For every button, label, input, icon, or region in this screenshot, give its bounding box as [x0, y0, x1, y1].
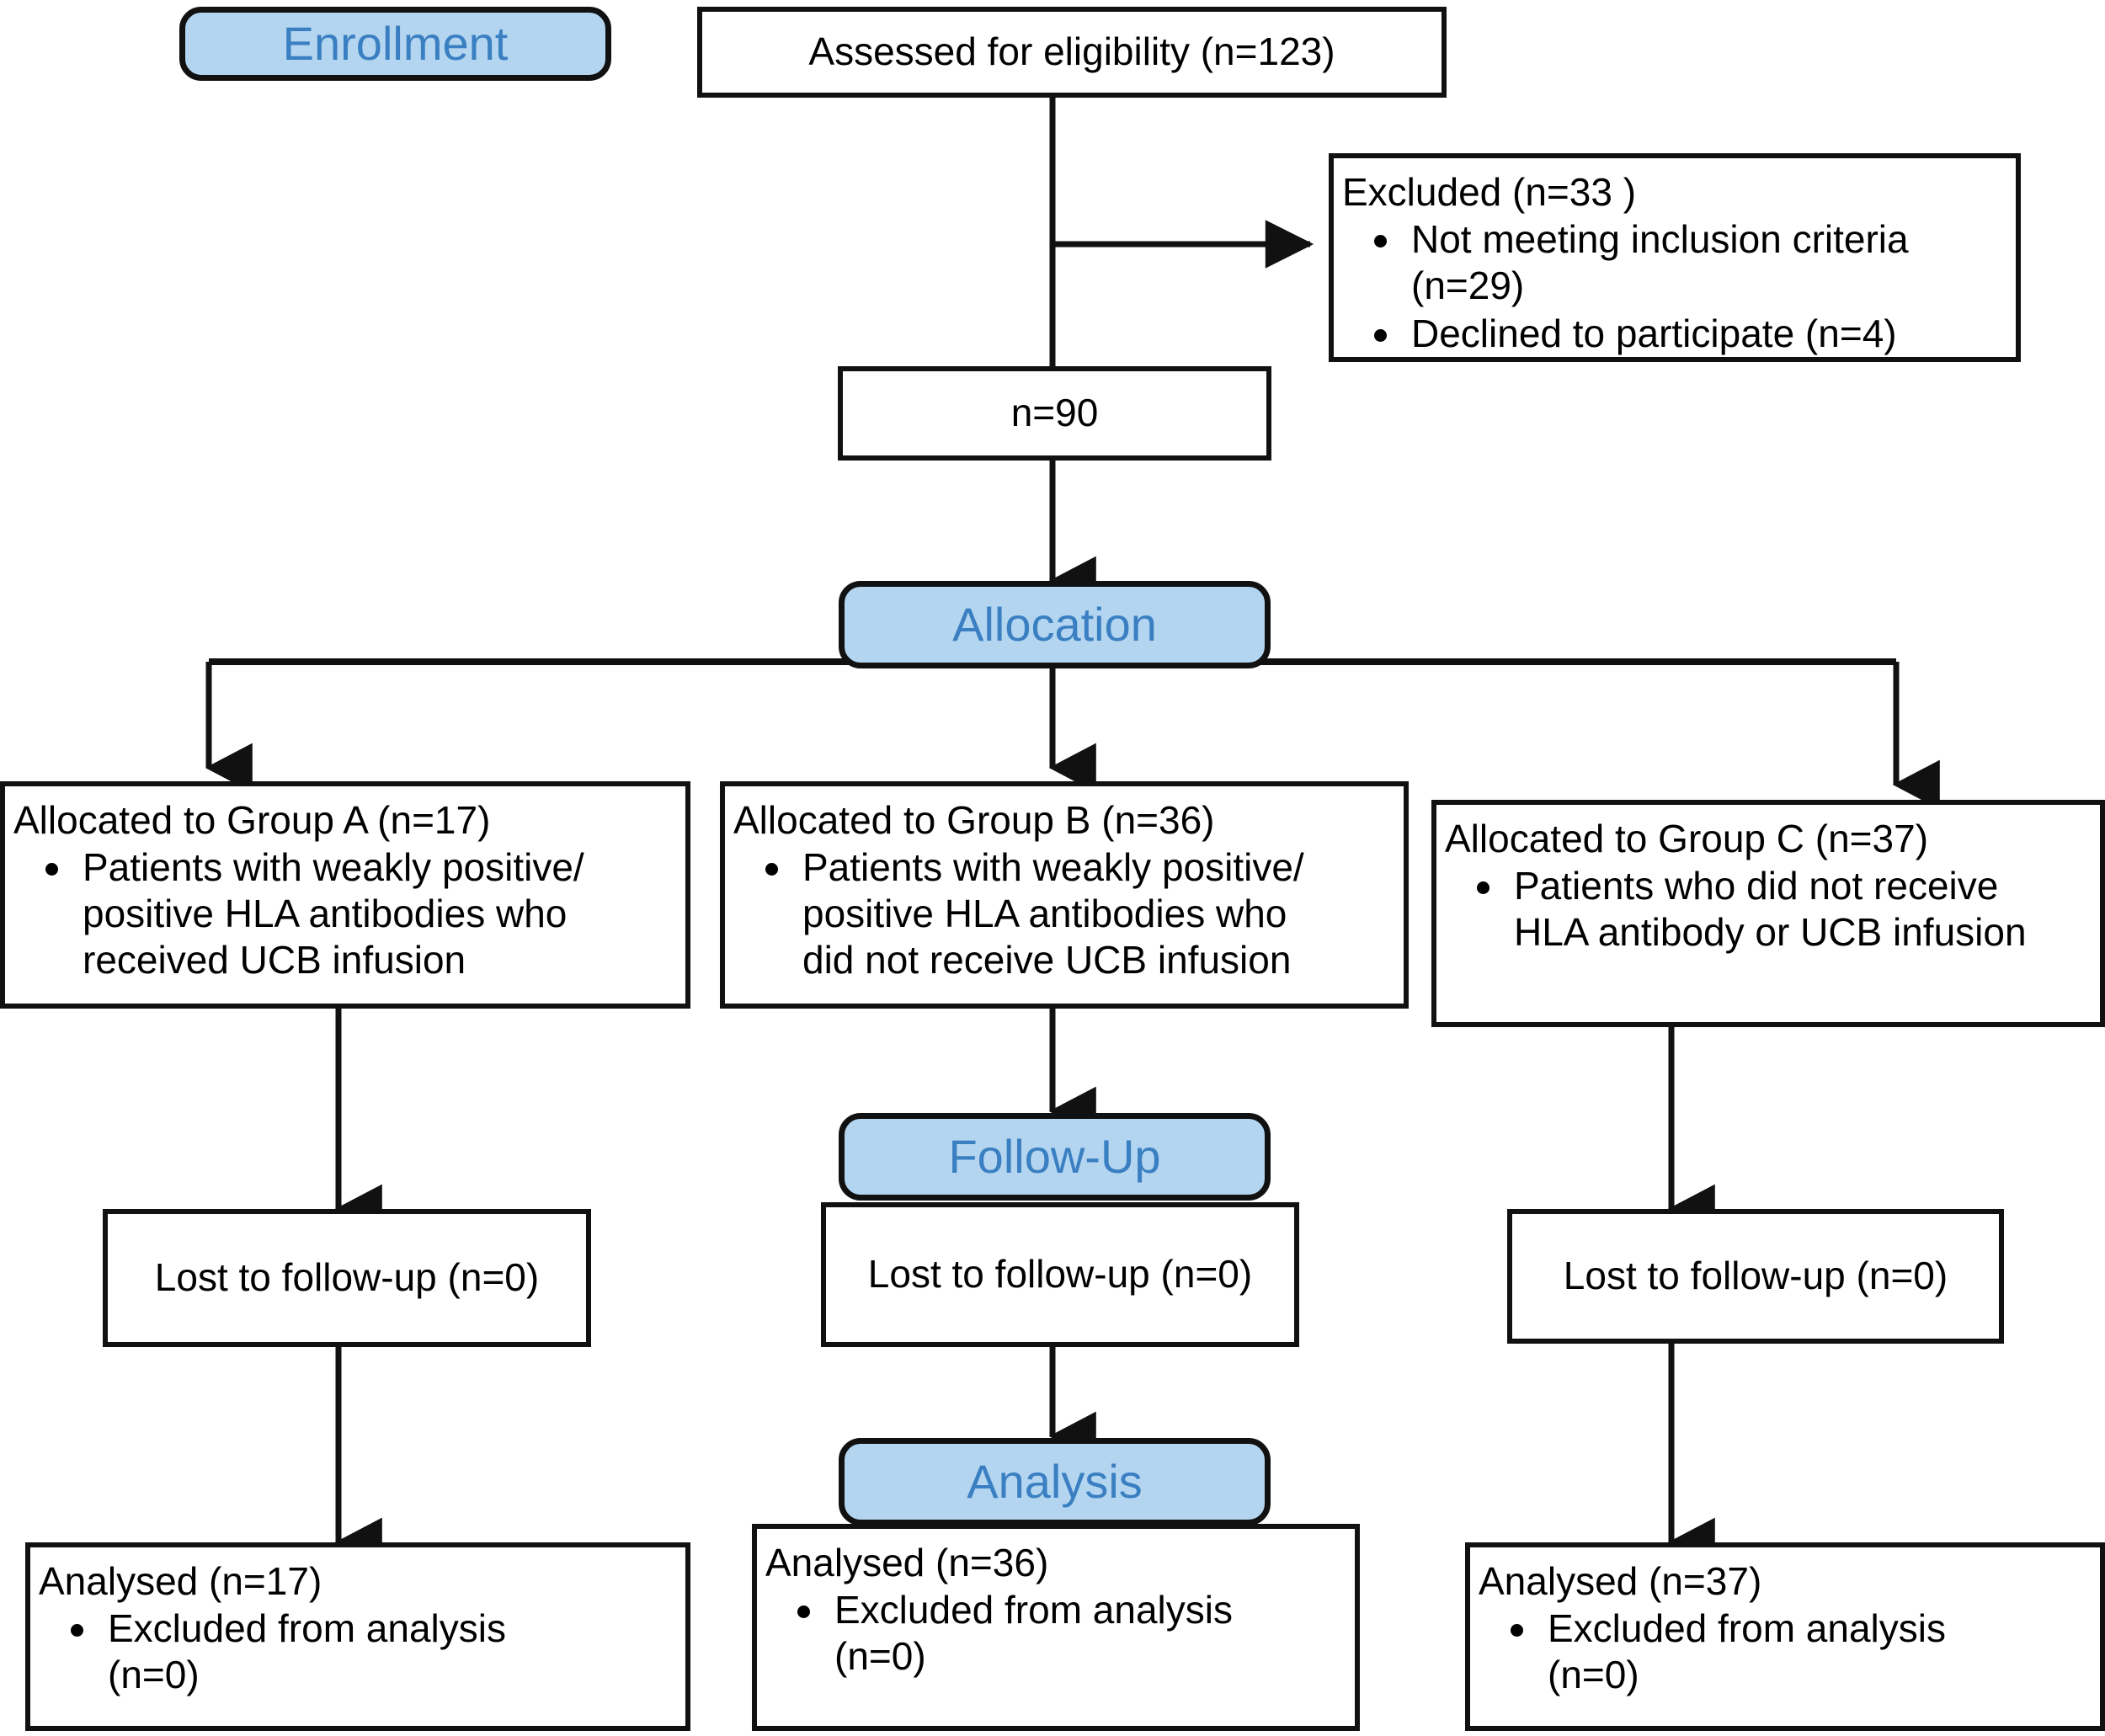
excluded-bullet-list: Not meeting inclusion criteria (n=29) De… — [1342, 216, 2007, 356]
group-b-heading: Allocated to Group B (n=36) — [733, 798, 1215, 842]
badge-allocation: Allocation — [839, 581, 1271, 668]
assessed-text: Assessed for eligibility (n=123) — [808, 29, 1335, 74]
box-analysed-group-b: Analysed (n=36) Excluded from analysis (… — [752, 1524, 1360, 1731]
box-allocated-group-b: Allocated to Group B (n=36) Patients wit… — [720, 781, 1409, 1009]
analysed-a-bullet-list: Excluded from analysis (n=0) — [39, 1606, 677, 1697]
list-item: Declined to participate (n=4) — [1342, 311, 2007, 357]
group-a-bullet-list: Patients with weakly positive/ positive … — [13, 844, 677, 982]
excluded-heading: Excluded (n=33 ) — [1342, 170, 1637, 214]
badge-enrollment-label: Enrollment — [282, 17, 509, 70]
analysed-b-bullet-list: Excluded from analysis (n=0) — [765, 1587, 1346, 1679]
box-allocated-group-a: Allocated to Group A (n=17) Patients wit… — [0, 781, 690, 1009]
badge-analysis-label: Analysis — [967, 1455, 1143, 1508]
badge-follow-up-label: Follow-Up — [948, 1130, 1161, 1183]
lost-followup-a-text: Lost to follow-up (n=0) — [154, 1255, 540, 1300]
list-item: Patients with weakly positive/ positive … — [13, 844, 677, 982]
group-c-heading: Allocated to Group C (n=37) — [1445, 817, 1929, 860]
box-lost-followup-group-a: Lost to follow-up (n=0) — [103, 1209, 591, 1347]
group-a-heading: Allocated to Group A (n=17) — [13, 798, 491, 842]
list-item: Excluded from analysis (n=0) — [1479, 1606, 2092, 1697]
list-item: Not meeting inclusion criteria (n=29) — [1342, 216, 2007, 308]
box-analysed-group-c: Analysed (n=37) Excluded from analysis (… — [1465, 1542, 2105, 1731]
box-allocated-group-c: Allocated to Group C (n=37) Patients who… — [1431, 800, 2105, 1027]
analysed-c-bullet-list: Excluded from analysis (n=0) — [1479, 1606, 2092, 1697]
box-analysed-group-a: Analysed (n=17) Excluded from analysis (… — [25, 1542, 690, 1731]
badge-analysis: Analysis — [839, 1438, 1271, 1526]
badge-allocation-label: Allocation — [952, 598, 1157, 651]
list-item: Patients with weakly positive/ positive … — [733, 844, 1395, 982]
analysed-b-heading: Analysed (n=36) — [765, 1541, 1049, 1584]
list-item: Excluded from analysis (n=0) — [39, 1606, 677, 1697]
lost-followup-c-text: Lost to follow-up (n=0) — [1563, 1254, 1948, 1298]
list-item: Excluded from analysis (n=0) — [765, 1587, 1346, 1679]
badge-enrollment: Enrollment — [179, 7, 611, 81]
analysed-c-heading: Analysed (n=37) — [1479, 1559, 1762, 1603]
box-assessed-for-eligibility: Assessed for eligibility (n=123) — [697, 7, 1447, 98]
analysed-a-heading: Analysed (n=17) — [39, 1559, 322, 1603]
box-lost-followup-group-c: Lost to follow-up (n=0) — [1507, 1209, 2004, 1344]
badge-follow-up: Follow-Up — [839, 1113, 1271, 1201]
box-randomized-total: n=90 — [838, 366, 1271, 461]
lost-followup-b-text: Lost to follow-up (n=0) — [867, 1252, 1253, 1297]
box-excluded: Excluded (n=33 ) Not meeting inclusion c… — [1329, 153, 2021, 362]
list-item: Patients who did not receive HLA antibod… — [1445, 863, 2092, 955]
randomized-text: n=90 — [1010, 391, 1099, 435]
group-b-bullet-list: Patients with weakly positive/ positive … — [733, 844, 1395, 982]
group-c-bullet-list: Patients who did not receive HLA antibod… — [1445, 863, 2092, 955]
box-lost-followup-group-b: Lost to follow-up (n=0) — [821, 1202, 1299, 1347]
